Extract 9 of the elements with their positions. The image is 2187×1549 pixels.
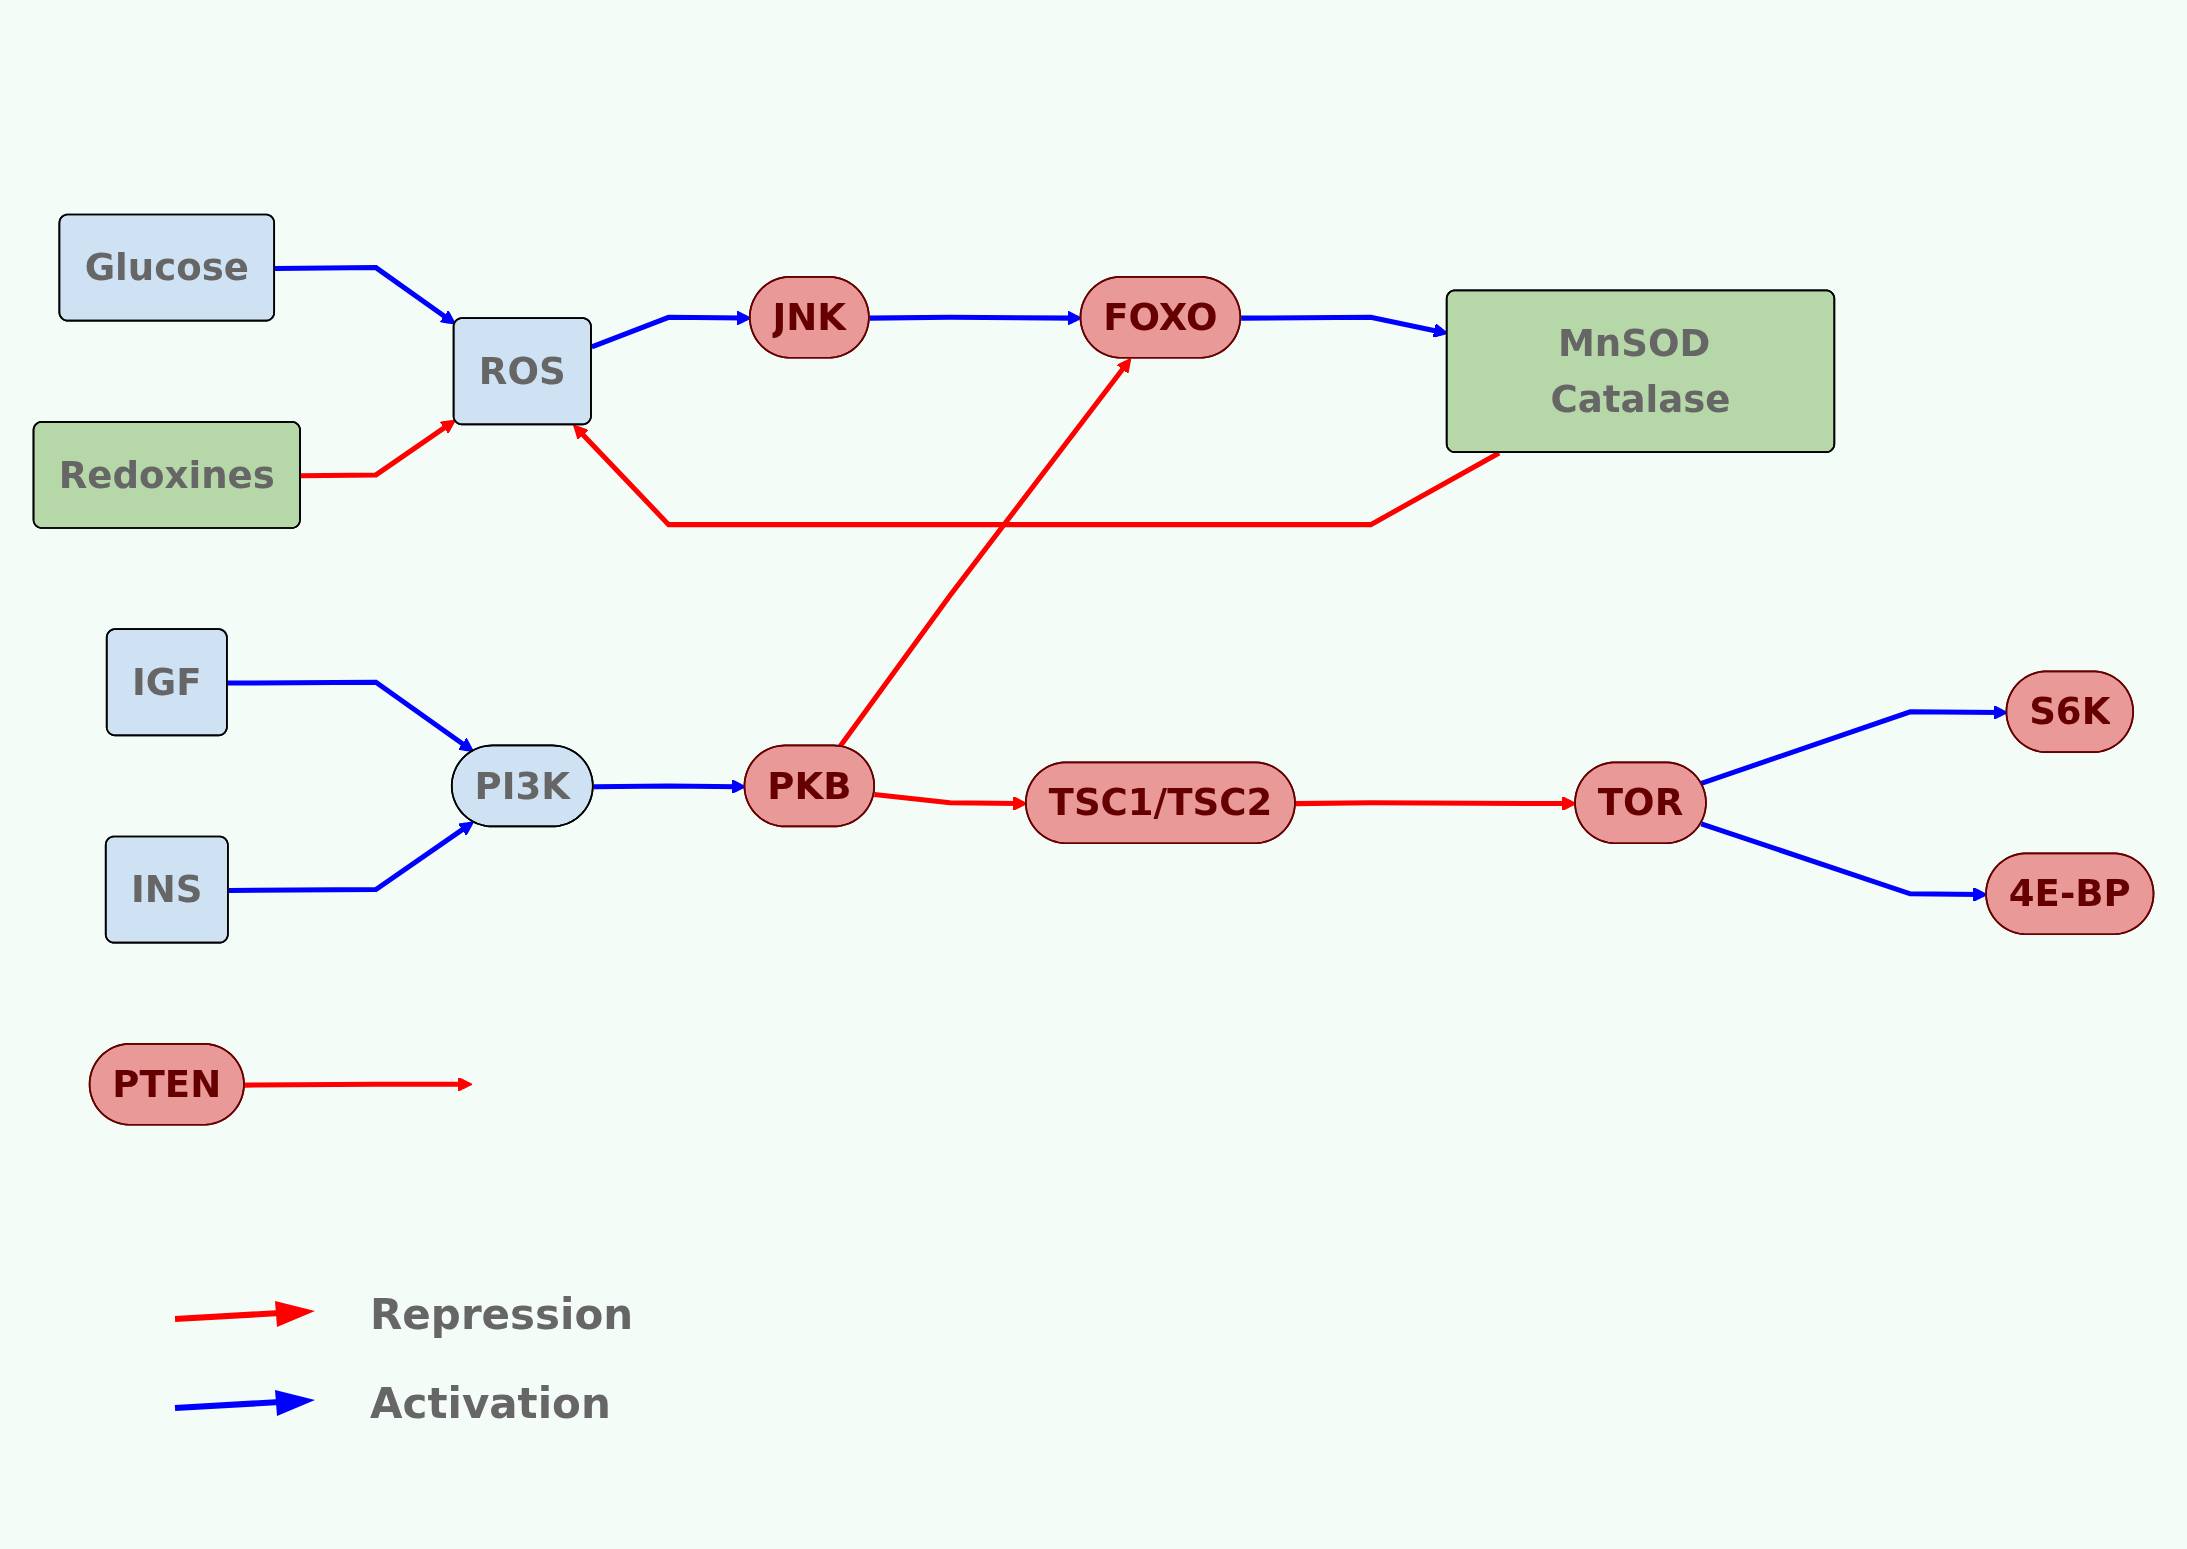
arrow bbox=[228, 821, 474, 894]
arrow bbox=[573, 424, 1501, 528]
arrow bbox=[227, 680, 474, 753]
legend-label: Repression bbox=[370, 1290, 634, 1339]
arrow bbox=[300, 419, 456, 479]
legend-label: Activation bbox=[370, 1379, 611, 1428]
arrow bbox=[275, 265, 456, 326]
arrow bbox=[244, 1077, 473, 1093]
arrow bbox=[837, 358, 1132, 749]
